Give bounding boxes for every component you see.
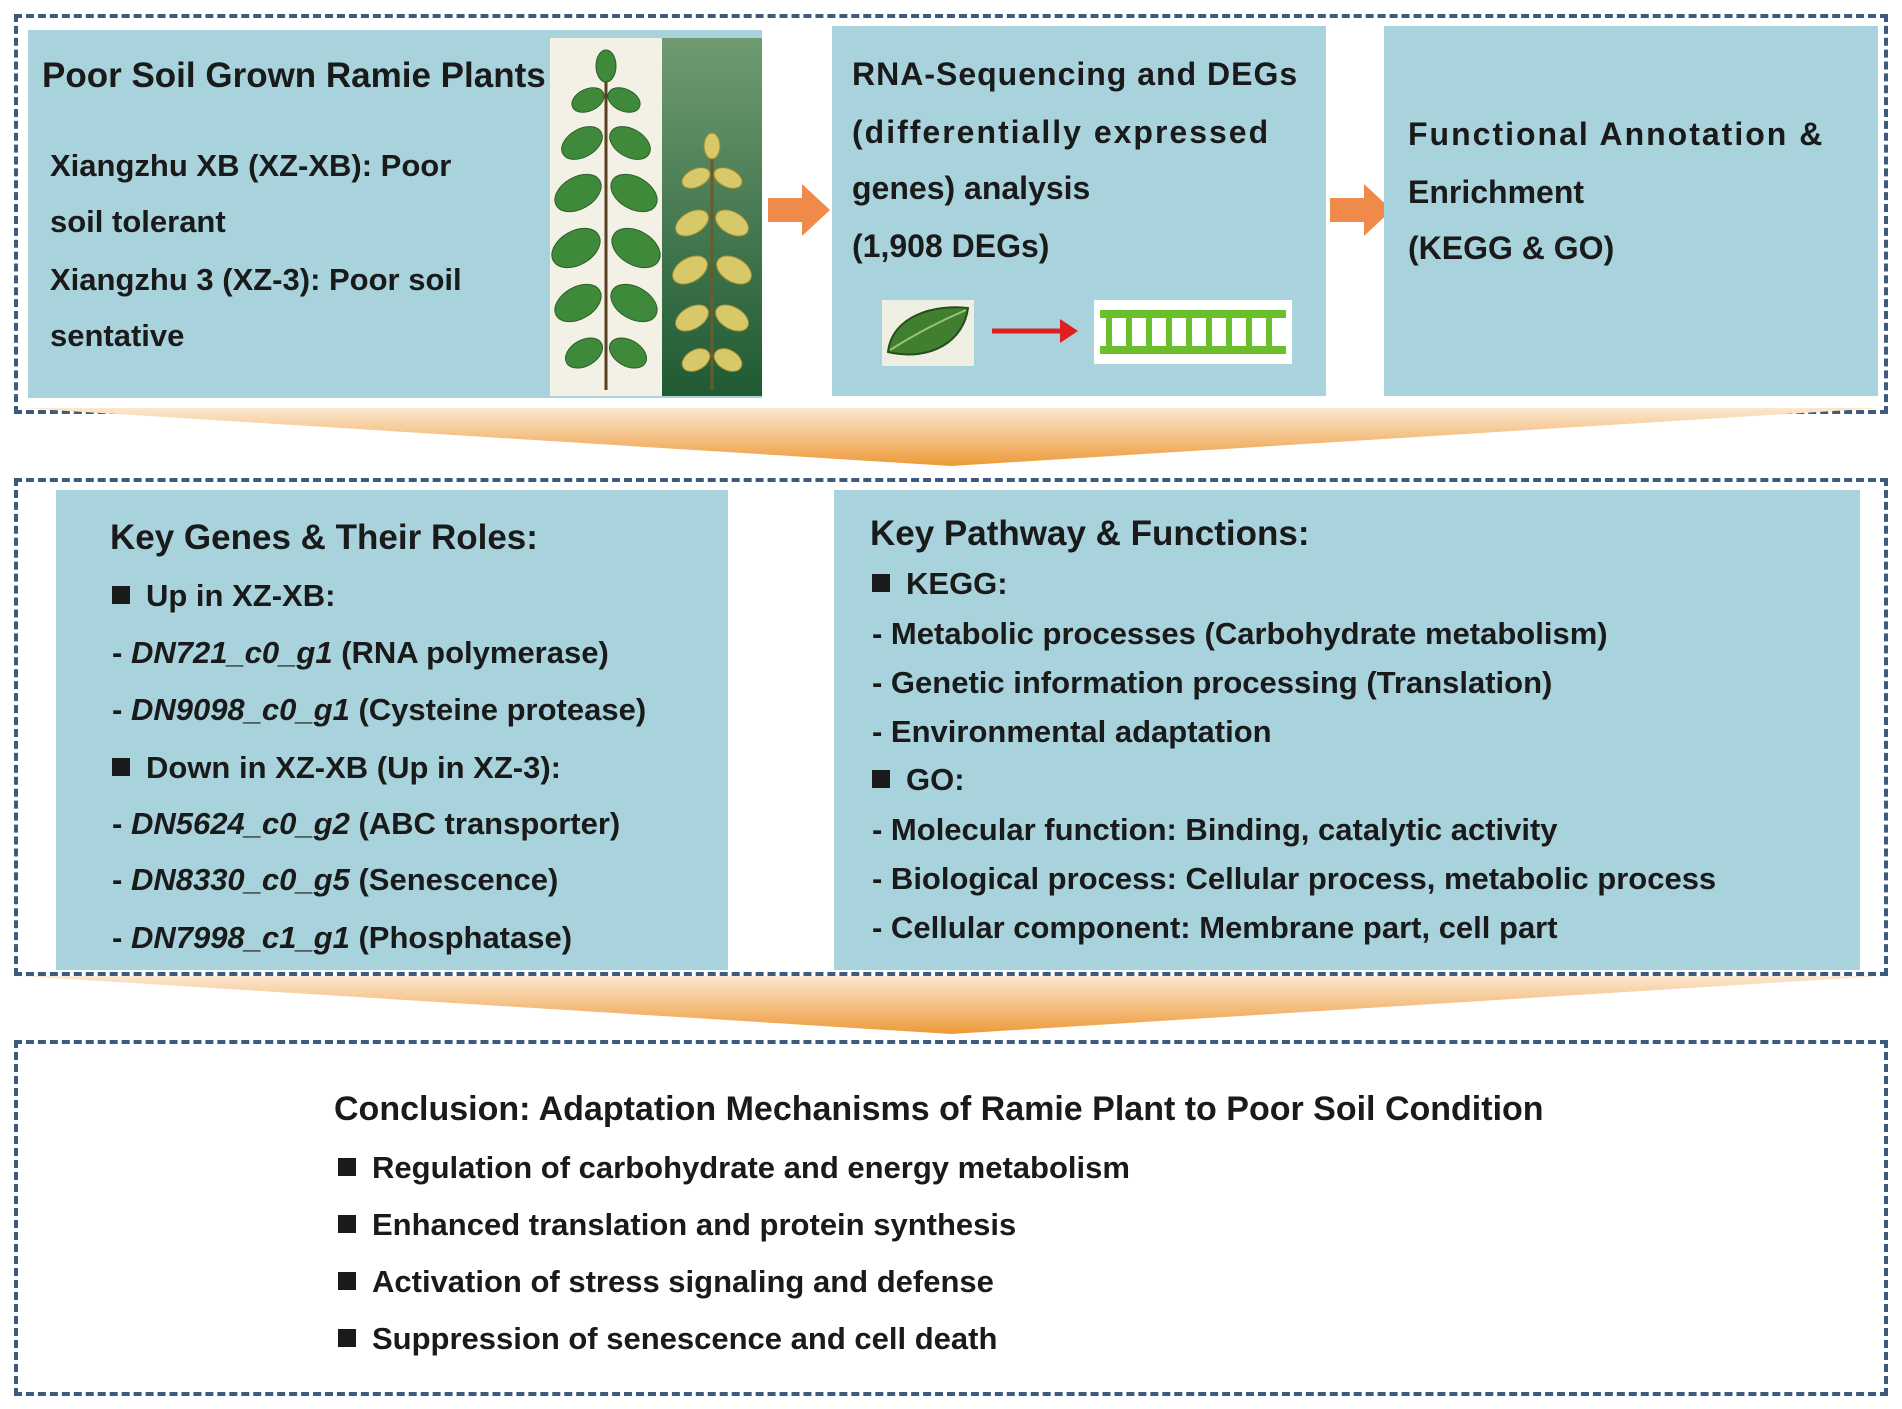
square-bullet-icon <box>112 586 130 604</box>
ramie-plant-healthy-icon <box>551 49 661 390</box>
gene-role: (Cysteine protease) <box>358 692 647 727</box>
gene-item: - DN8330_c0_g5 (Senescence) <box>112 862 559 897</box>
gene-role: (Senescence) <box>358 862 559 897</box>
ramie-plant-yellowing-icon <box>671 132 753 390</box>
kegg-item: - Genetic information processing (Transl… <box>872 665 1553 700</box>
section2-frame <box>14 478 1888 976</box>
go-item: - Biological process: Cellular process, … <box>872 861 1717 896</box>
gene-role: (Phosphatase) <box>358 920 573 955</box>
genes-up-header: Up in XZ-XB: <box>112 578 335 614</box>
conclusion-item: Regulation of carbohydrate and energy me… <box>338 1150 1130 1186</box>
square-bullet-icon <box>338 1329 356 1347</box>
dna-ladder-icon <box>1094 300 1292 364</box>
box1-line-2: soil tolerant <box>50 204 226 239</box>
up-header-text: Up in XZ-XB: <box>146 578 336 613</box>
conclusion-title: Conclusion: Adaptation Mechanisms of Ram… <box>334 1090 1544 1128</box>
conclusion-item: Suppression of senescence and cell death <box>338 1321 997 1357</box>
gene-role: (ABC transporter) <box>358 806 621 841</box>
gene-item: - DN9098_c0_g1 (Cysteine protease) <box>112 692 647 727</box>
section3-frame <box>14 1040 1888 1396</box>
go-header-text: GO: <box>906 762 965 797</box>
conclusion-item: Activation of stress signaling and defen… <box>338 1264 994 1300</box>
genes-down-header: Down in XZ-XB (Up in XZ-3): <box>112 750 561 786</box>
box3-line-1: Functional Annotation & <box>1408 116 1825 152</box>
gene-role: (RNA polymerase) <box>341 635 609 670</box>
gene-id: DN7998_c1_g1 <box>130 920 350 955</box>
kegg-header: KEGG: <box>872 566 1008 602</box>
square-bullet-icon <box>872 770 890 788</box>
red-arrow-icon <box>990 314 1078 348</box>
box-key-pathways <box>834 490 1860 970</box>
box2-line-1: RNA-Sequencing and DEGs <box>852 56 1299 92</box>
conclusion-item: Enhanced translation and protein synthes… <box>338 1207 1016 1243</box>
kegg-item: - Environmental adaptation <box>872 714 1272 749</box>
chevron-down-connector <box>0 408 1902 470</box>
box1-line-4: sentative <box>50 318 185 353</box>
gene-id: DN721_c0_g1 <box>130 635 333 670</box>
chevron-down-connector <box>0 976 1902 1038</box>
orange-arrow-icon <box>768 180 830 240</box>
orange-arrow-icon <box>1330 180 1392 240</box>
conclusion-item-text: Regulation of carbohydrate and energy me… <box>372 1150 1130 1185</box>
go-item: - Cellular component: Membrane part, cel… <box>872 910 1558 945</box>
box-functional-annotation <box>1384 26 1878 396</box>
box2-line-2: (differentially expressed <box>852 114 1271 150</box>
box2-line-3: genes) analysis <box>852 170 1091 206</box>
gene-item: - DN7998_c1_g1 (Phosphatase) <box>112 920 573 955</box>
square-bullet-icon <box>338 1215 356 1233</box>
conclusion-item-text: Activation of stress signaling and defen… <box>372 1264 994 1299</box>
box1-title: Poor Soil Grown Ramie Plants <box>42 56 546 95</box>
box3-line-3: (KEGG & GO) <box>1408 230 1615 266</box>
down-header-text: Down in XZ-XB (Up in XZ-3): <box>146 750 562 785</box>
kegg-header-text: KEGG: <box>906 566 1008 601</box>
gene-item: - DN721_c0_g1 (RNA polymerase) <box>112 635 609 670</box>
conclusion-item-text: Enhanced translation and protein synthes… <box>372 1207 1017 1242</box>
ramie-plant-illustration <box>550 38 762 396</box>
box3-line-2: Enrichment <box>1408 174 1585 210</box>
leaf-icon <box>882 300 974 366</box>
pathways-title: Key Pathway & Functions: <box>870 514 1310 553</box>
square-bullet-icon <box>338 1158 356 1176</box>
box1-line-3: Xiangzhu 3 (XZ-3): Poor soil <box>50 262 462 297</box>
genes-title: Key Genes & Their Roles: <box>110 518 538 557</box>
box1-line-1: Xiangzhu XB (XZ-XB): Poor <box>50 148 452 183</box>
square-bullet-icon <box>112 758 130 776</box>
gene-item: - DN5624_c0_g2 (ABC transporter) <box>112 806 621 841</box>
box-key-genes <box>56 490 728 970</box>
gene-id: DN8330_c0_g5 <box>130 862 350 897</box>
square-bullet-icon <box>872 574 890 592</box>
go-header: GO: <box>872 762 965 798</box>
go-item: - Molecular function: Binding, catalytic… <box>872 812 1558 847</box>
gene-id: DN9098_c0_g1 <box>130 692 350 727</box>
box2-line-4: (1,908 DEGs) <box>852 228 1050 264</box>
conclusion-item-text: Suppression of senescence and cell death <box>372 1321 998 1356</box>
kegg-item: - Metabolic processes (Carbohydrate meta… <box>872 616 1608 651</box>
square-bullet-icon <box>338 1272 356 1290</box>
gene-id: DN5624_c0_g2 <box>130 806 350 841</box>
